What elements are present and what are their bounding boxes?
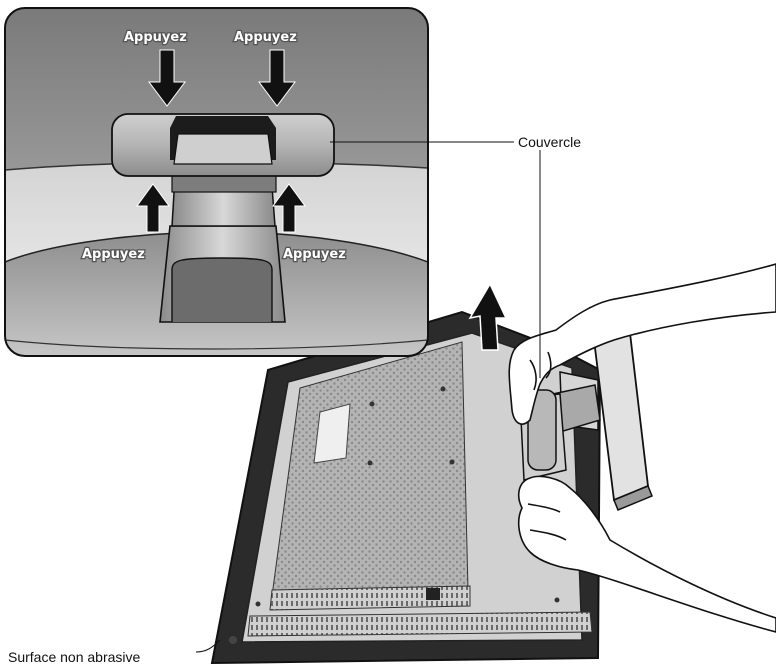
press-label-bottom-left: Appuyez	[82, 247, 145, 262]
frame-corner-mark	[229, 636, 237, 644]
upper-hand	[508, 263, 776, 425]
callout-surface: Surface non abrasive	[8, 639, 221, 665]
arrow-up-icon	[136, 183, 170, 233]
removal-arrow-icon	[468, 282, 508, 351]
press-label-top-left: Appuyez	[124, 30, 187, 45]
inset-frame	[4, 7, 429, 357]
press-label-top-right: Appuyez	[234, 30, 297, 45]
press-label-bottom-right: Appuyez	[283, 247, 346, 262]
detail-inset: Appuyez Appuyez Appuyez Appuyez	[4, 7, 429, 357]
arrow-down-icon	[148, 49, 186, 107]
cover-callout-label: Couvercle	[518, 134, 581, 150]
screw-holes	[255, 386, 560, 607]
arrow-down-icon	[258, 49, 296, 107]
surface-callout-label: Surface non abrasive	[8, 649, 141, 665]
callout-cover: Couvercle	[330, 134, 581, 378]
arrow-up-icon	[272, 183, 306, 233]
monitor-illustration	[210, 310, 602, 665]
hands-illustration	[508, 263, 776, 633]
lower-hand	[517, 475, 776, 633]
connector-port	[426, 588, 440, 600]
vent-strip	[269, 585, 471, 611]
cover-part	[527, 389, 557, 471]
label-sticker	[313, 403, 351, 464]
bottom-vents	[247, 611, 593, 637]
